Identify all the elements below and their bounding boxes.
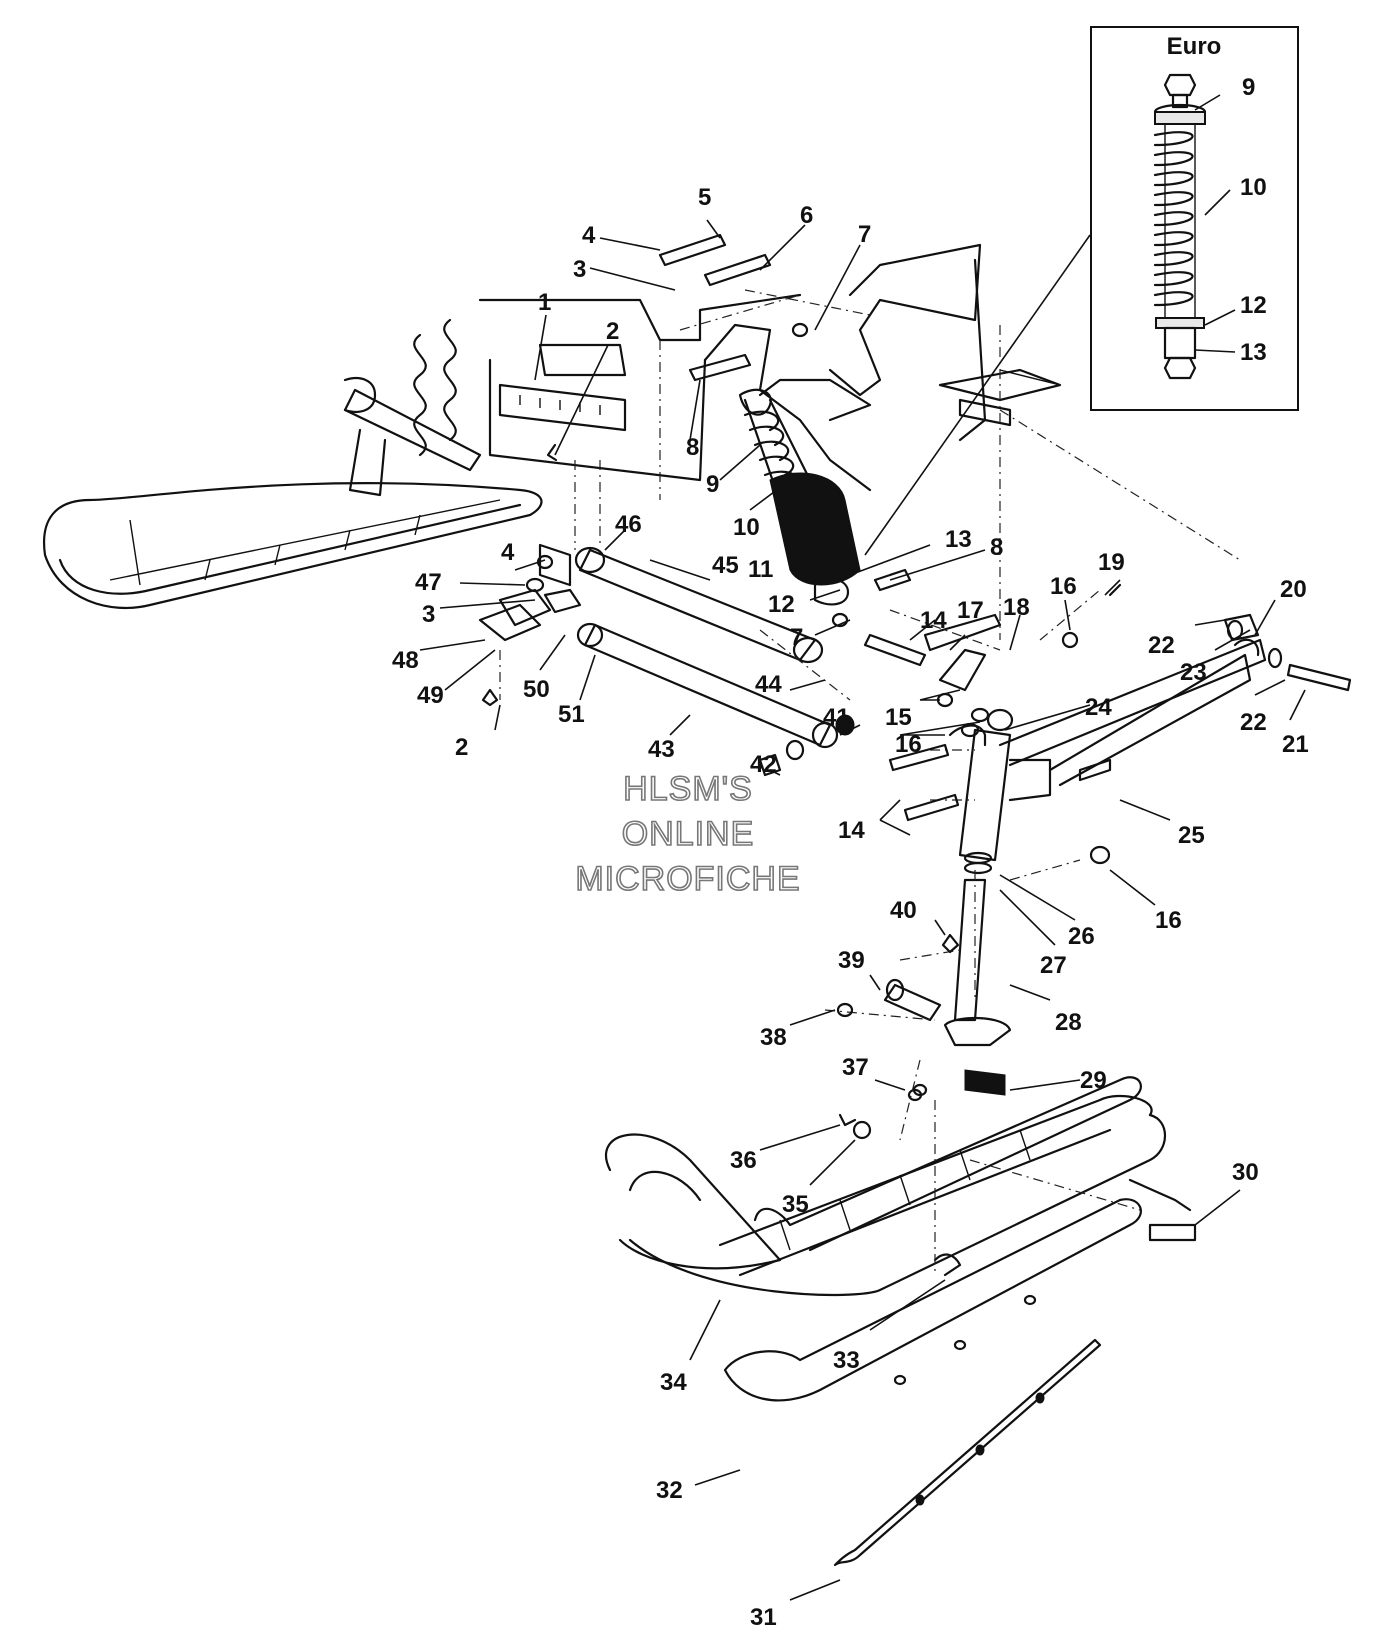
callout-3: 3 xyxy=(573,256,586,283)
callout-43: 43 xyxy=(648,736,675,763)
callout-46: 46 xyxy=(615,511,642,538)
callout-39: 39 xyxy=(838,947,865,974)
callout-24: 24 xyxy=(1085,694,1112,721)
shock-spring xyxy=(743,410,800,492)
callout-45: 45 xyxy=(712,552,739,579)
callout-9: 9 xyxy=(1242,74,1255,101)
callout-22: 22 xyxy=(1148,632,1175,659)
callout-19: 19 xyxy=(1098,549,1125,576)
callout-31: 31 xyxy=(750,1604,777,1631)
callout-17: 17 xyxy=(957,597,984,624)
callout-33: 33 xyxy=(833,1347,860,1374)
callout-26: 26 xyxy=(1068,923,1095,950)
callout-14: 14 xyxy=(838,817,865,844)
watermark-line-2: ONLINE xyxy=(622,815,755,853)
callout-23: 23 xyxy=(1180,659,1207,686)
callout-47: 47 xyxy=(415,569,442,596)
inset-title: Euro xyxy=(1167,33,1222,60)
callout-18: 18 xyxy=(1003,594,1030,621)
main-ski xyxy=(604,1076,1197,1567)
callout-38: 38 xyxy=(760,1024,787,1051)
callout-27: 27 xyxy=(1040,952,1067,979)
watermark-line-3: MICROFICHE xyxy=(575,860,800,898)
callout-28: 28 xyxy=(1055,1009,1082,1036)
callout-50: 50 xyxy=(523,676,550,703)
callout-13: 13 xyxy=(945,526,972,553)
callout-6: 6 xyxy=(800,202,813,229)
callout-8: 8 xyxy=(990,534,1003,561)
callout-25: 25 xyxy=(1178,822,1205,849)
leader-lines xyxy=(419,94,1306,1601)
callout-7: 7 xyxy=(790,624,803,651)
bracket-hardware-left xyxy=(478,443,582,707)
callout-30: 30 xyxy=(1232,1159,1259,1186)
callout-35: 35 xyxy=(782,1191,809,1218)
callout-21: 21 xyxy=(1282,731,1309,758)
callout-20: 20 xyxy=(1280,576,1307,603)
callout-48: 48 xyxy=(392,647,419,674)
callout-1: 1 xyxy=(538,289,551,316)
callout-3: 3 xyxy=(422,601,435,628)
callout-8: 8 xyxy=(686,434,699,461)
callout-10: 10 xyxy=(1240,174,1267,201)
main-shock-absorber xyxy=(738,388,861,606)
callout-22: 22 xyxy=(1240,709,1267,736)
callout-36: 36 xyxy=(730,1147,757,1174)
callout-37: 37 xyxy=(842,1054,869,1081)
callout-13: 13 xyxy=(1240,339,1267,366)
callout-9: 9 xyxy=(706,471,719,498)
callout-29: 29 xyxy=(1080,1067,1107,1094)
callout-labels: 5 4 6 7 3 1 2 8 9 10 13 8 11 12 7 46 45 … xyxy=(392,74,1309,1631)
callout-49: 49 xyxy=(417,682,444,709)
callout-11: 11 xyxy=(748,556,773,583)
chassis-frame xyxy=(478,243,1062,492)
callout-12: 12 xyxy=(1240,292,1267,319)
callout-16: 16 xyxy=(1155,907,1182,934)
callout-12: 12 xyxy=(768,591,795,618)
callout-41: 41 xyxy=(823,704,850,731)
background-left-ski-assembly xyxy=(43,318,543,609)
callout-40: 40 xyxy=(890,897,917,924)
callout-16: 16 xyxy=(895,731,922,758)
callout-7: 7 xyxy=(858,221,871,248)
callout-14: 14 xyxy=(920,607,947,634)
callout-15: 15 xyxy=(885,704,912,731)
inset-leader xyxy=(864,234,1091,556)
spindle-assembly xyxy=(883,613,1267,1096)
euro-inset: Euro xyxy=(1090,26,1299,411)
inset-shock xyxy=(1153,73,1207,380)
callout-16: 16 xyxy=(1050,573,1077,600)
callout-5: 5 xyxy=(698,184,711,211)
callout-42: 42 xyxy=(750,751,777,778)
radius-rods xyxy=(574,546,855,777)
callout-44: 44 xyxy=(755,671,782,698)
callout-2: 2 xyxy=(606,318,619,345)
callout-51: 51 xyxy=(558,701,585,728)
callout-10: 10 xyxy=(733,514,760,541)
fasteners xyxy=(658,233,1352,1097)
callout-32: 32 xyxy=(656,1477,683,1504)
phantom-lines xyxy=(499,289,1241,1275)
callout-2: 2 xyxy=(455,734,468,761)
watermark: HLSM'S ONLINE MICROFICHE xyxy=(575,769,801,899)
callout-34: 34 xyxy=(660,1369,687,1396)
callout-4: 4 xyxy=(582,222,596,249)
watermark-line-1: HLSM'S xyxy=(623,770,753,808)
callout-4: 4 xyxy=(501,539,515,566)
